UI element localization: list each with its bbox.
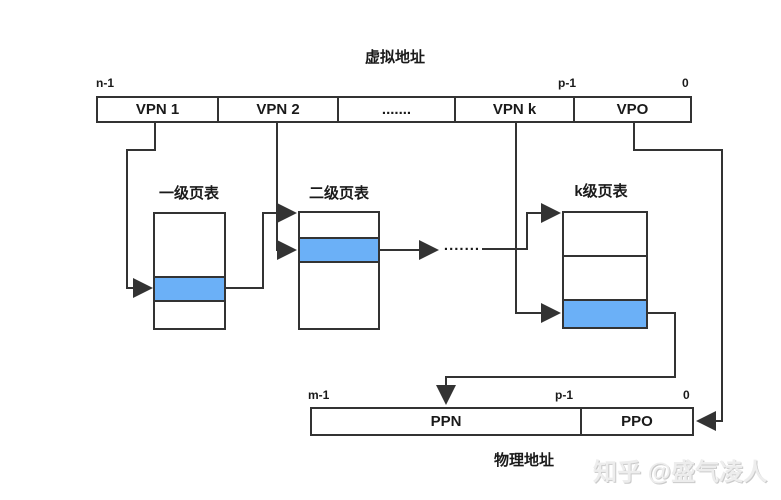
bit-label-bottom-p-1: p-1: [555, 388, 573, 402]
levelk-highlighted-entry: [564, 299, 646, 327]
segment-ellipsis: .......: [337, 98, 454, 121]
level1-page-table: [153, 212, 226, 330]
connector-vpn1-to-table1: [126, 123, 156, 298]
segment-vpo: VPO: [573, 98, 690, 121]
bit-label-m-1: m-1: [308, 388, 330, 402]
bit-label-bottom-0: 0: [683, 388, 690, 402]
segment-vpnk: VPN k: [454, 98, 573, 121]
connector-table1-to-table2: [226, 203, 297, 289]
virtual-address-title: 虚拟地址: [364, 49, 425, 66]
bit-label-top-0: 0: [682, 76, 689, 90]
connector-vpnk-to-tablek: [515, 123, 561, 323]
tablek-title: k级页表: [574, 183, 628, 200]
level2-highlighted-entry: [300, 237, 378, 263]
table1-title: 一级页表: [158, 185, 219, 202]
physical-address-title: 物理地址: [493, 452, 554, 469]
ellipsis-connector-text: .......: [443, 237, 481, 254]
levelk-row-divider: [564, 255, 646, 257]
table2-title: 二级页表: [308, 185, 369, 202]
bit-label-top-p-1: p-1: [558, 76, 576, 90]
segment-vpn2: VPN 2: [217, 98, 337, 121]
level1-highlighted-entry: [155, 276, 224, 302]
bit-label-n-1: n-1: [96, 76, 114, 90]
segment-ppn: PPN: [430, 413, 462, 430]
connector-ellipsis-to-tablek: [482, 203, 561, 250]
level2-page-table: [298, 211, 380, 330]
segment-vpn1: VPN 1: [135, 101, 180, 118]
physical-address-box: PPN PPO: [310, 407, 694, 436]
virtual-address-box: VPN 1 VPN 2 ....... VPN k VPO: [96, 96, 692, 123]
watermark: 知乎 @盛气凌人: [593, 459, 768, 486]
segment-ppo: PPO: [580, 409, 692, 434]
levelk-page-table: [562, 211, 648, 329]
